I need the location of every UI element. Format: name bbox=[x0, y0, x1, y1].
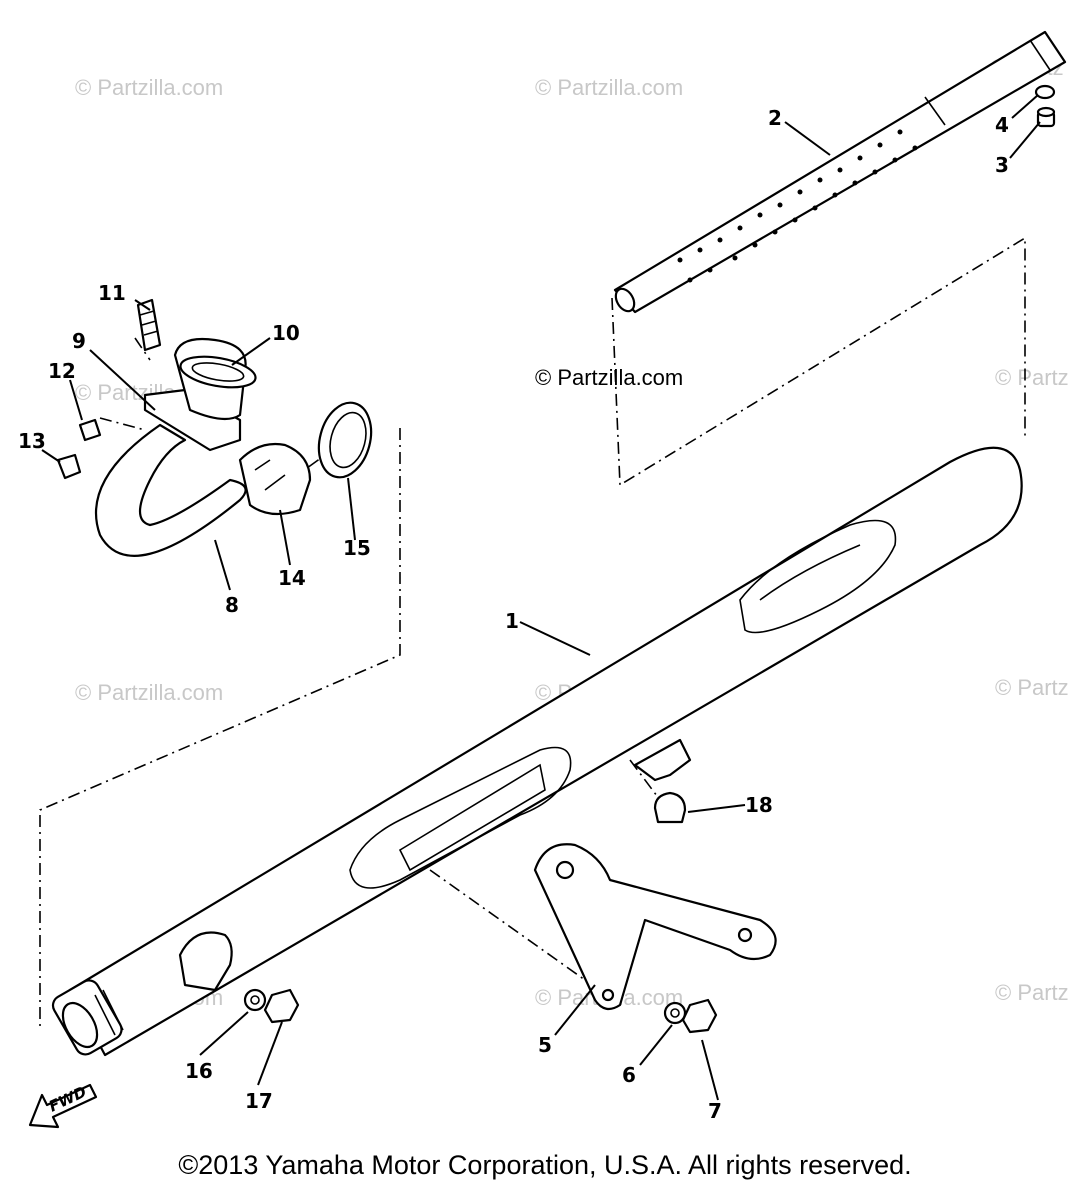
callout-leaders bbox=[41, 94, 1041, 1101]
muffler-body bbox=[51, 446, 1023, 1057]
forward-direction-arrow-icon: FWD bbox=[28, 1083, 98, 1129]
baffle-tube bbox=[613, 30, 1067, 314]
end-cap-assembly bbox=[178, 931, 300, 1024]
callout-1: 1 bbox=[505, 609, 519, 633]
exhaust-pipe-assembly bbox=[56, 298, 373, 557]
mounting-bracket bbox=[533, 843, 777, 1011]
watermark: © Partz bbox=[995, 675, 1069, 700]
watermark: © Partzilla.com bbox=[75, 680, 223, 705]
callout-17: 17 bbox=[245, 1089, 273, 1113]
callout-13: 13 bbox=[18, 429, 46, 453]
exploded-parts-diagram: © Partzilla.com © Partzilla.com © Partz … bbox=[18, 30, 1069, 1129]
watermark: © Partzilla.com bbox=[75, 75, 223, 100]
callout-numbers: 1 2 3 4 5 6 7 8 9 10 11 12 13 14 15 16 1… bbox=[18, 106, 1009, 1123]
callout-16: 16 bbox=[185, 1059, 213, 1083]
callout-4: 4 bbox=[995, 113, 1009, 137]
watermark: © Partz bbox=[995, 980, 1069, 1005]
callout-6: 6 bbox=[622, 1063, 636, 1087]
callout-14: 14 bbox=[278, 566, 306, 590]
callout-11: 11 bbox=[98, 281, 126, 305]
tab-and-cap-nut bbox=[633, 738, 692, 824]
callout-9: 9 bbox=[72, 329, 86, 353]
callout-18: 18 bbox=[745, 793, 773, 817]
screw-and-washer bbox=[1034, 84, 1056, 128]
callout-5: 5 bbox=[538, 1033, 552, 1057]
callout-15: 15 bbox=[343, 536, 371, 560]
callout-3: 3 bbox=[995, 153, 1009, 177]
copyright-notice: ©2013 Yamaha Motor Corporation, U.S.A. A… bbox=[178, 1150, 912, 1180]
callout-8: 8 bbox=[225, 593, 239, 617]
watermark: © Partzilla.com bbox=[535, 75, 683, 100]
callout-7: 7 bbox=[708, 1099, 722, 1123]
callout-10: 10 bbox=[272, 321, 300, 345]
washer-and-nut bbox=[663, 998, 718, 1034]
watermark: © Partz bbox=[995, 365, 1069, 390]
callout-2: 2 bbox=[768, 106, 782, 130]
watermark-center: © Partzilla.com bbox=[535, 365, 683, 390]
callout-12: 12 bbox=[48, 359, 76, 383]
